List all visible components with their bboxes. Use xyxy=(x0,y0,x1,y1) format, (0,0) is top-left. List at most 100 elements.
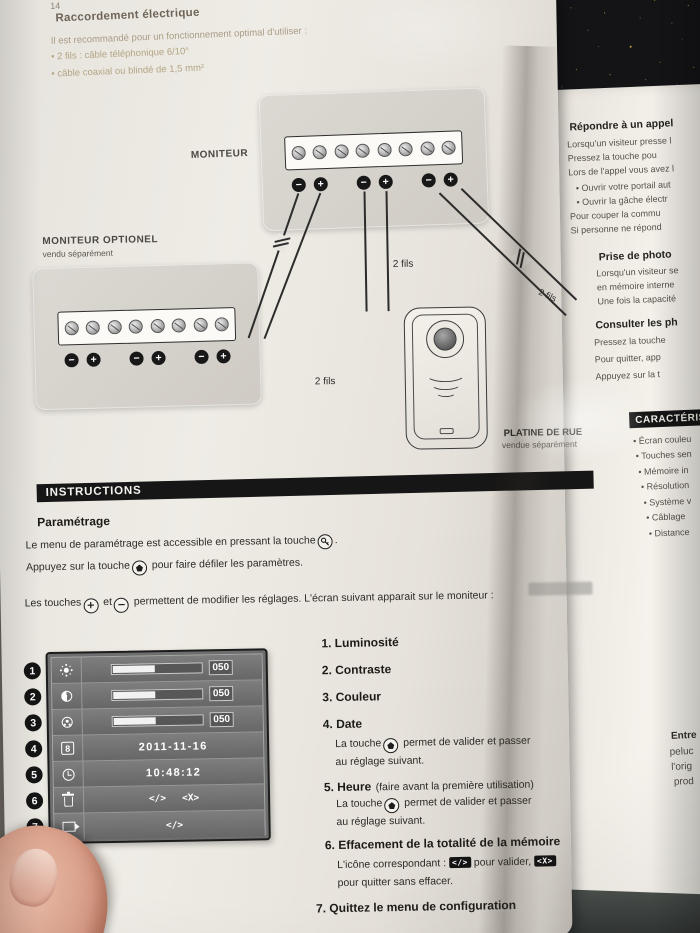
screen-row-brightness: 050 xyxy=(51,654,263,685)
slider-value: 050 xyxy=(208,659,234,676)
polarity-sign: − xyxy=(356,175,371,190)
cancel-glyph: <X> xyxy=(181,792,200,804)
right-text-line: Lorsqu'un visiteur presse l xyxy=(566,135,672,150)
slider-bar xyxy=(110,688,203,701)
setting-item-3: 3. Couleur xyxy=(322,689,382,705)
spec-bullet: • Mémoire in xyxy=(638,464,689,477)
section-title-prise-de-photo: Prise de photo xyxy=(598,248,672,264)
step-badge: 3 xyxy=(24,714,42,732)
wire-label: 2 fils xyxy=(392,258,414,271)
instructions-banner-label: INSTRUCTIONS xyxy=(45,484,142,499)
terminal-screw xyxy=(64,321,79,336)
polarity-sign: − xyxy=(64,353,79,368)
terminal-screw xyxy=(150,318,165,334)
monitor-label: MONITEUR xyxy=(190,148,249,162)
call-button xyxy=(439,427,454,435)
polarity-sign: − xyxy=(194,349,209,365)
slider-bar xyxy=(111,714,204,727)
menu-button-icon xyxy=(384,797,400,814)
brightness-icon xyxy=(51,657,83,684)
setting-item-2: 2. Contraste xyxy=(321,662,392,678)
polarity-sign: + xyxy=(216,349,231,364)
polarity-sign: + xyxy=(443,172,458,187)
spec-bullet: • Touches sen xyxy=(635,448,692,462)
spec-bullet: • Câblage xyxy=(645,511,686,523)
parametrage-line1: Le menu de paramétrage est accessible en… xyxy=(25,534,338,552)
right-text-line: Une fois la capacité xyxy=(597,293,677,307)
right-text-line: en mémoire interne xyxy=(596,279,675,293)
terminal-screw xyxy=(85,320,101,335)
trash-icon xyxy=(53,787,85,814)
entretien-fragment: Entre xyxy=(670,729,697,742)
polarity-sign: − xyxy=(129,351,144,366)
terminal-screw xyxy=(312,144,328,160)
contrast-icon xyxy=(52,683,83,710)
setting-item-5-sub2: au réglage suivant. xyxy=(336,814,426,829)
page-number: 14 xyxy=(50,0,61,11)
clock-icon xyxy=(53,761,84,788)
right-text-line: Lorsqu'un visiteur se xyxy=(596,265,679,279)
polarity-sign: − xyxy=(421,173,436,188)
screen-row-time: 10:48:12 xyxy=(53,758,264,789)
entretien-fragment: l'orig xyxy=(671,761,693,773)
terminal-strip xyxy=(284,130,464,171)
entretien-fragment: prod xyxy=(673,775,695,788)
step-badge: 2 xyxy=(24,688,42,706)
right-text-line: • Ouvrir la gâche électr xyxy=(576,193,668,208)
polarity-sign: − xyxy=(291,177,307,193)
menu-button-icon xyxy=(131,560,148,576)
section-title-consulter: Consulter les ph xyxy=(595,316,678,332)
terminal-screw xyxy=(334,144,349,159)
terminal-screw xyxy=(214,317,229,332)
right-text-line: Appuyez sur la t xyxy=(595,369,661,382)
section-title-raccordement: Raccordement électrique xyxy=(55,6,200,25)
spec-bullet: • Distance xyxy=(648,526,690,539)
confirm-glyph: </> xyxy=(148,793,167,805)
step-badge: 4 xyxy=(25,740,43,758)
right-text-line: Si personne ne répond xyxy=(570,221,662,236)
entretien-fragment: peluc xyxy=(669,745,694,758)
plus-button-icon: + xyxy=(83,598,99,614)
right-text-line: Pressez la touche pou xyxy=(567,149,657,164)
raccordement-bullet: • 2 fils : câble téléphonique 6/10° xyxy=(50,45,190,63)
optional-monitor-label: MONITEUR OPTIONEL xyxy=(42,234,159,248)
screen-row-contrast: 050 xyxy=(52,680,263,711)
slider-bar xyxy=(110,662,203,675)
right-text-line: Pour couper la commu xyxy=(569,207,661,222)
polarity-sign: + xyxy=(151,350,166,366)
polarity-sign: + xyxy=(378,174,393,190)
raccordement-line: Il est recommandé pour un fonctionnement… xyxy=(50,25,308,47)
terminal-screw xyxy=(171,318,187,333)
raccordement-bullet: • câble coaxial ou blindé de 1,5 mm² xyxy=(51,62,205,80)
terminal-screw xyxy=(193,317,208,333)
terminal-screw xyxy=(398,141,413,157)
right-text-line: • Ouvrir votre portail aut xyxy=(575,179,671,194)
right-text-line: Pour quitter, app xyxy=(594,351,662,365)
terminal-screw xyxy=(128,319,144,334)
terminal-screw xyxy=(107,319,122,335)
section-title-repondre: Répondre à un appel xyxy=(569,117,674,134)
screen-row-color: 050 xyxy=(52,706,263,737)
thumbnail xyxy=(4,843,64,912)
parametrage-line3: Les touches+ et− permettent de modifier … xyxy=(25,589,494,614)
setting-item-1: 1. Luminosité xyxy=(321,634,399,651)
optional-terminal-panel: − + − + − + xyxy=(32,262,262,411)
screen-row-erase: </> <X> xyxy=(53,784,265,815)
wire-label: 2 fils xyxy=(314,376,336,388)
polarity-sign: + xyxy=(86,352,101,367)
terminal-screw xyxy=(419,141,435,156)
step-badge: 5 xyxy=(25,766,43,784)
date-value: 2011-11-16 xyxy=(138,739,208,754)
calendar-icon: 8 xyxy=(52,735,84,762)
minus-button-icon: − xyxy=(113,597,130,613)
slider-value: 050 xyxy=(208,685,234,702)
terminal-screw xyxy=(355,143,371,158)
parametrage-title: Paramétrage xyxy=(37,513,111,530)
optional-monitor-sub: vendu séparément xyxy=(42,247,114,260)
time-value: 10:48:12 xyxy=(145,765,202,779)
right-text-line: Lors de l'appel vous avez l xyxy=(568,163,675,178)
color-icon xyxy=(52,709,83,736)
terminal-screw xyxy=(291,145,306,161)
setting-item-6-sub2: pour quitter sans effacer. xyxy=(337,875,454,890)
polarity-sign: + xyxy=(313,176,329,192)
